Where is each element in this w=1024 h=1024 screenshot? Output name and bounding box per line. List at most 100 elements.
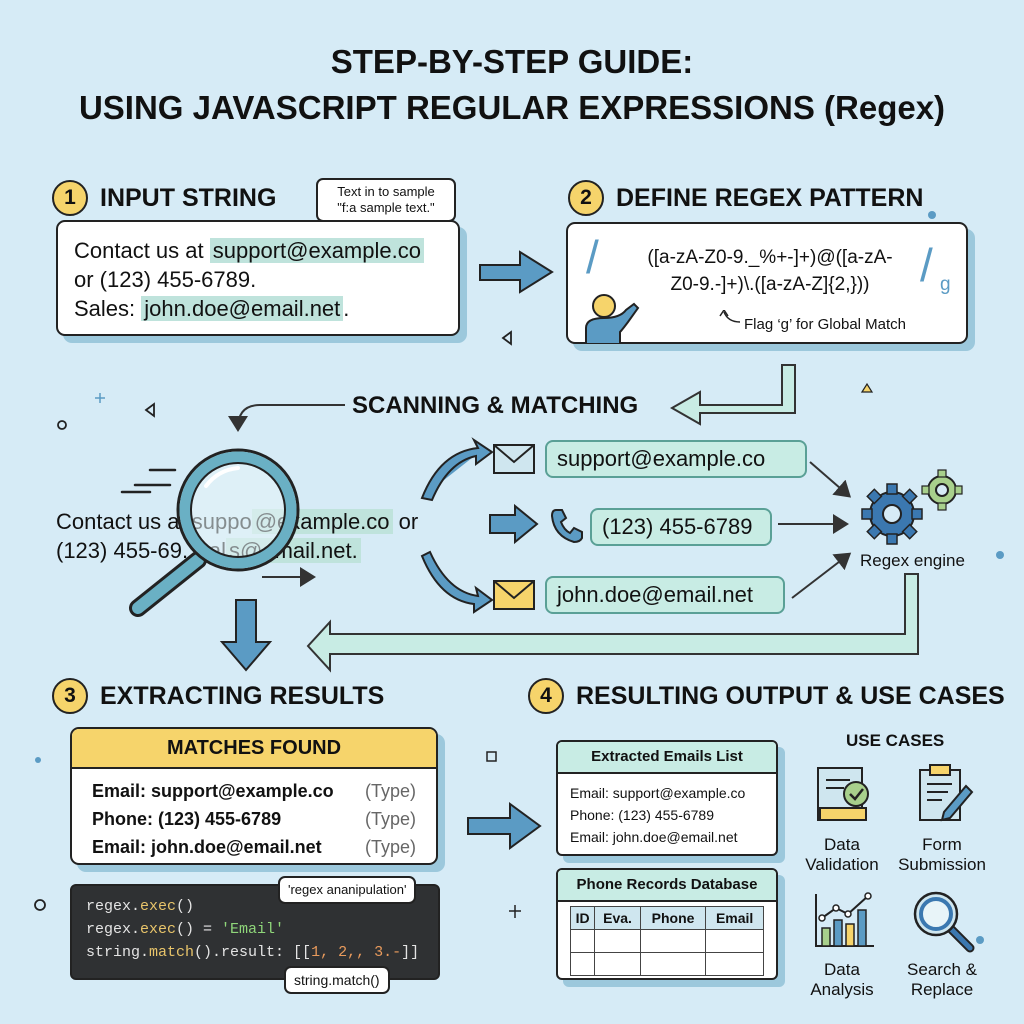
table-header-row: ID Eva. Phone Email — [569, 906, 764, 930]
step1-header: 1 INPUT STRING — [52, 180, 276, 216]
use-case-label-line: Data — [824, 835, 860, 854]
match-email-1: support@example.co — [545, 440, 807, 478]
code-token: string. — [86, 944, 150, 961]
checklist-icon — [817, 767, 869, 821]
envelope-icon — [493, 444, 535, 474]
code-line-2: regex.exec() = 'Email' — [86, 918, 424, 941]
code-token: 'Email' — [221, 921, 285, 938]
use-case-label-line: Analysis — [810, 980, 874, 999]
step2-number-badge: 2 — [568, 180, 604, 216]
matches-found-list: Email: support@example.co (Type) Phone: (… — [72, 769, 436, 863]
step1-note-bubble: Text in to sample "f:a sample text." — [316, 178, 456, 222]
arrow-engine-to-results — [306, 573, 919, 673]
step3-header: 3 EXTRACTING RESULTS — [52, 678, 384, 714]
bar-chart-icon — [815, 892, 874, 947]
code-token: () — [176, 898, 195, 915]
step1-note-line2: "f:a sample text." — [337, 200, 435, 215]
code-token: match — [149, 944, 195, 961]
gears-icon — [861, 469, 963, 545]
envelope-yellow-icon — [493, 580, 535, 610]
use-case-search-replace: Search & Replace — [892, 960, 992, 1000]
step1-heading: INPUT STRING — [100, 183, 277, 212]
magnifying-glass-icon — [129, 448, 300, 617]
flag-note-arrow-icon — [719, 310, 741, 323]
magnifier-icon — [913, 891, 975, 953]
step1-number-badge: 1 — [52, 180, 88, 216]
regex-pattern-text: ([a-zA-Z0-9._%+-]+)@([a-zA- Z0-9.-]+)\.(… — [608, 244, 932, 298]
use-cases-title: USE CASES — [846, 731, 945, 750]
extracted-emails-title: Extracted Emails List — [558, 742, 776, 774]
matches-row-type: (Type) — [364, 781, 416, 801]
use-case-data-validation: Data Validation — [792, 835, 892, 875]
matches-found-panel: MATCHES FOUND Email: support@example.co (… — [70, 727, 438, 865]
code-tag-bubble: string.match() — [284, 966, 390, 994]
step3-number-badge: 3 — [52, 678, 88, 714]
table-header-cell: ID — [569, 906, 596, 930]
title-line1: STEP-BY-STEP GUIDE: — [330, 43, 694, 80]
table-header-cell: Phone — [639, 906, 707, 930]
step4-heading: RESULTING OUTPUT & USE CASES — [576, 681, 1005, 710]
regex-flag-note: Flag ‘g’ for Global Match — [744, 316, 907, 333]
arrow-middle — [489, 503, 539, 545]
extracted-emails-list: Email: support@example.co Phone: (123) 4… — [558, 774, 776, 854]
phone-icon — [550, 509, 583, 544]
curved-arrow-top — [420, 437, 494, 502]
use-case-label-line: Search & — [907, 960, 977, 979]
title-line2: USING JAVASCRIPT REGULAR EXPRESSIONS (Re… — [78, 89, 946, 126]
arrow-step2-to-scanning — [669, 364, 796, 426]
code-token: regex. — [86, 921, 141, 938]
input-line2: or (123) 455-6789. — [74, 267, 257, 292]
use-case-data-analysis: Data Analysis — [792, 960, 892, 1000]
table-header-cell: Eva. — [594, 906, 641, 930]
matches-found-title: MATCHES FOUND — [72, 729, 436, 769]
regex-pattern-line1: ([a-zA-Z0-9._%+-]+)@([a-zA- — [647, 247, 893, 268]
code-token: () = — [176, 921, 222, 938]
matches-row-label: Email: support@example.co — [92, 781, 334, 801]
teacher-figure-icon — [585, 294, 640, 344]
code-line-3: string.match().result: [[1, 2,, 3.-]] — [86, 941, 424, 964]
match-phone: (123) 455-6789 — [590, 508, 772, 546]
step2-header: 2 DEFINE REGEX PATTERN — [568, 180, 923, 216]
regex-open-slash: / — [586, 231, 599, 283]
input-line1-prefix: Contact us at — [74, 238, 210, 263]
step4-header: 4 RESULTING OUTPUT & USE CASES — [528, 678, 1005, 714]
phone-records-title: Phone Records Database — [558, 870, 776, 902]
step1-note-line1: Text in to sample — [337, 184, 435, 199]
matches-found-row: Email: john.doe@email.net (Type) — [92, 833, 416, 861]
table-row — [569, 929, 764, 953]
step2-heading: DEFINE REGEX PATTERN — [616, 183, 924, 212]
arrow-down-to-results — [219, 599, 273, 672]
input-line3: Sales: john.doe@email.net. — [74, 294, 442, 323]
step3-heading: EXTRACTING RESULTS — [100, 681, 385, 710]
code-line-1: regex.exec() — [86, 895, 424, 918]
phone-records-panel: Phone Records Database ID Eva. Phone Ema… — [556, 868, 778, 980]
input-line3-suffix: . — [343, 296, 350, 321]
use-case-label-line: Form — [922, 835, 962, 854]
phone-records-table: ID Eva. Phone Email — [569, 906, 764, 976]
use-case-label-line: Validation — [805, 855, 879, 874]
input-line1: Contact us at support@example.co — [74, 236, 442, 265]
use-case-label-line: Submission — [898, 855, 986, 874]
use-case-form-submission: Form Submission — [892, 835, 992, 875]
code-token: ().result: [[ — [194, 944, 312, 961]
code-token: ]] — [401, 944, 420, 961]
use-case-label-line: Data — [824, 960, 860, 979]
scan-text-1c: or — [392, 509, 419, 534]
table-row — [569, 952, 764, 976]
matches-row-label: Email: john.doe@email.net — [92, 837, 322, 857]
code-note-bubble: 'regex ananipulation' — [278, 876, 417, 904]
matches-row-label: Phone: (123) 455-6789 — [92, 809, 282, 829]
matches-row-type: (Type) — [364, 837, 416, 857]
table-header-cell: Email — [705, 906, 764, 930]
regex-pattern-line2: Z0-9.-]+)\.([a-zA-Z]{2,})) — [670, 274, 870, 295]
list-item: Email: support@example.co — [570, 785, 746, 801]
list-item: Phone: (123) 455-6789 — [570, 807, 714, 823]
match-email-2: john.doe@email.net — [545, 576, 785, 614]
code-token: exec — [140, 898, 177, 915]
clipboard-pencil-icon — [919, 764, 974, 822]
regex-close-slash: / — [920, 239, 933, 291]
regex-flag: g — [940, 274, 951, 295]
matches-found-row: Phone: (123) 455-6789(Type) — [92, 805, 416, 833]
input-string-panel: Contact us at support@example.co or (123… — [56, 220, 460, 336]
